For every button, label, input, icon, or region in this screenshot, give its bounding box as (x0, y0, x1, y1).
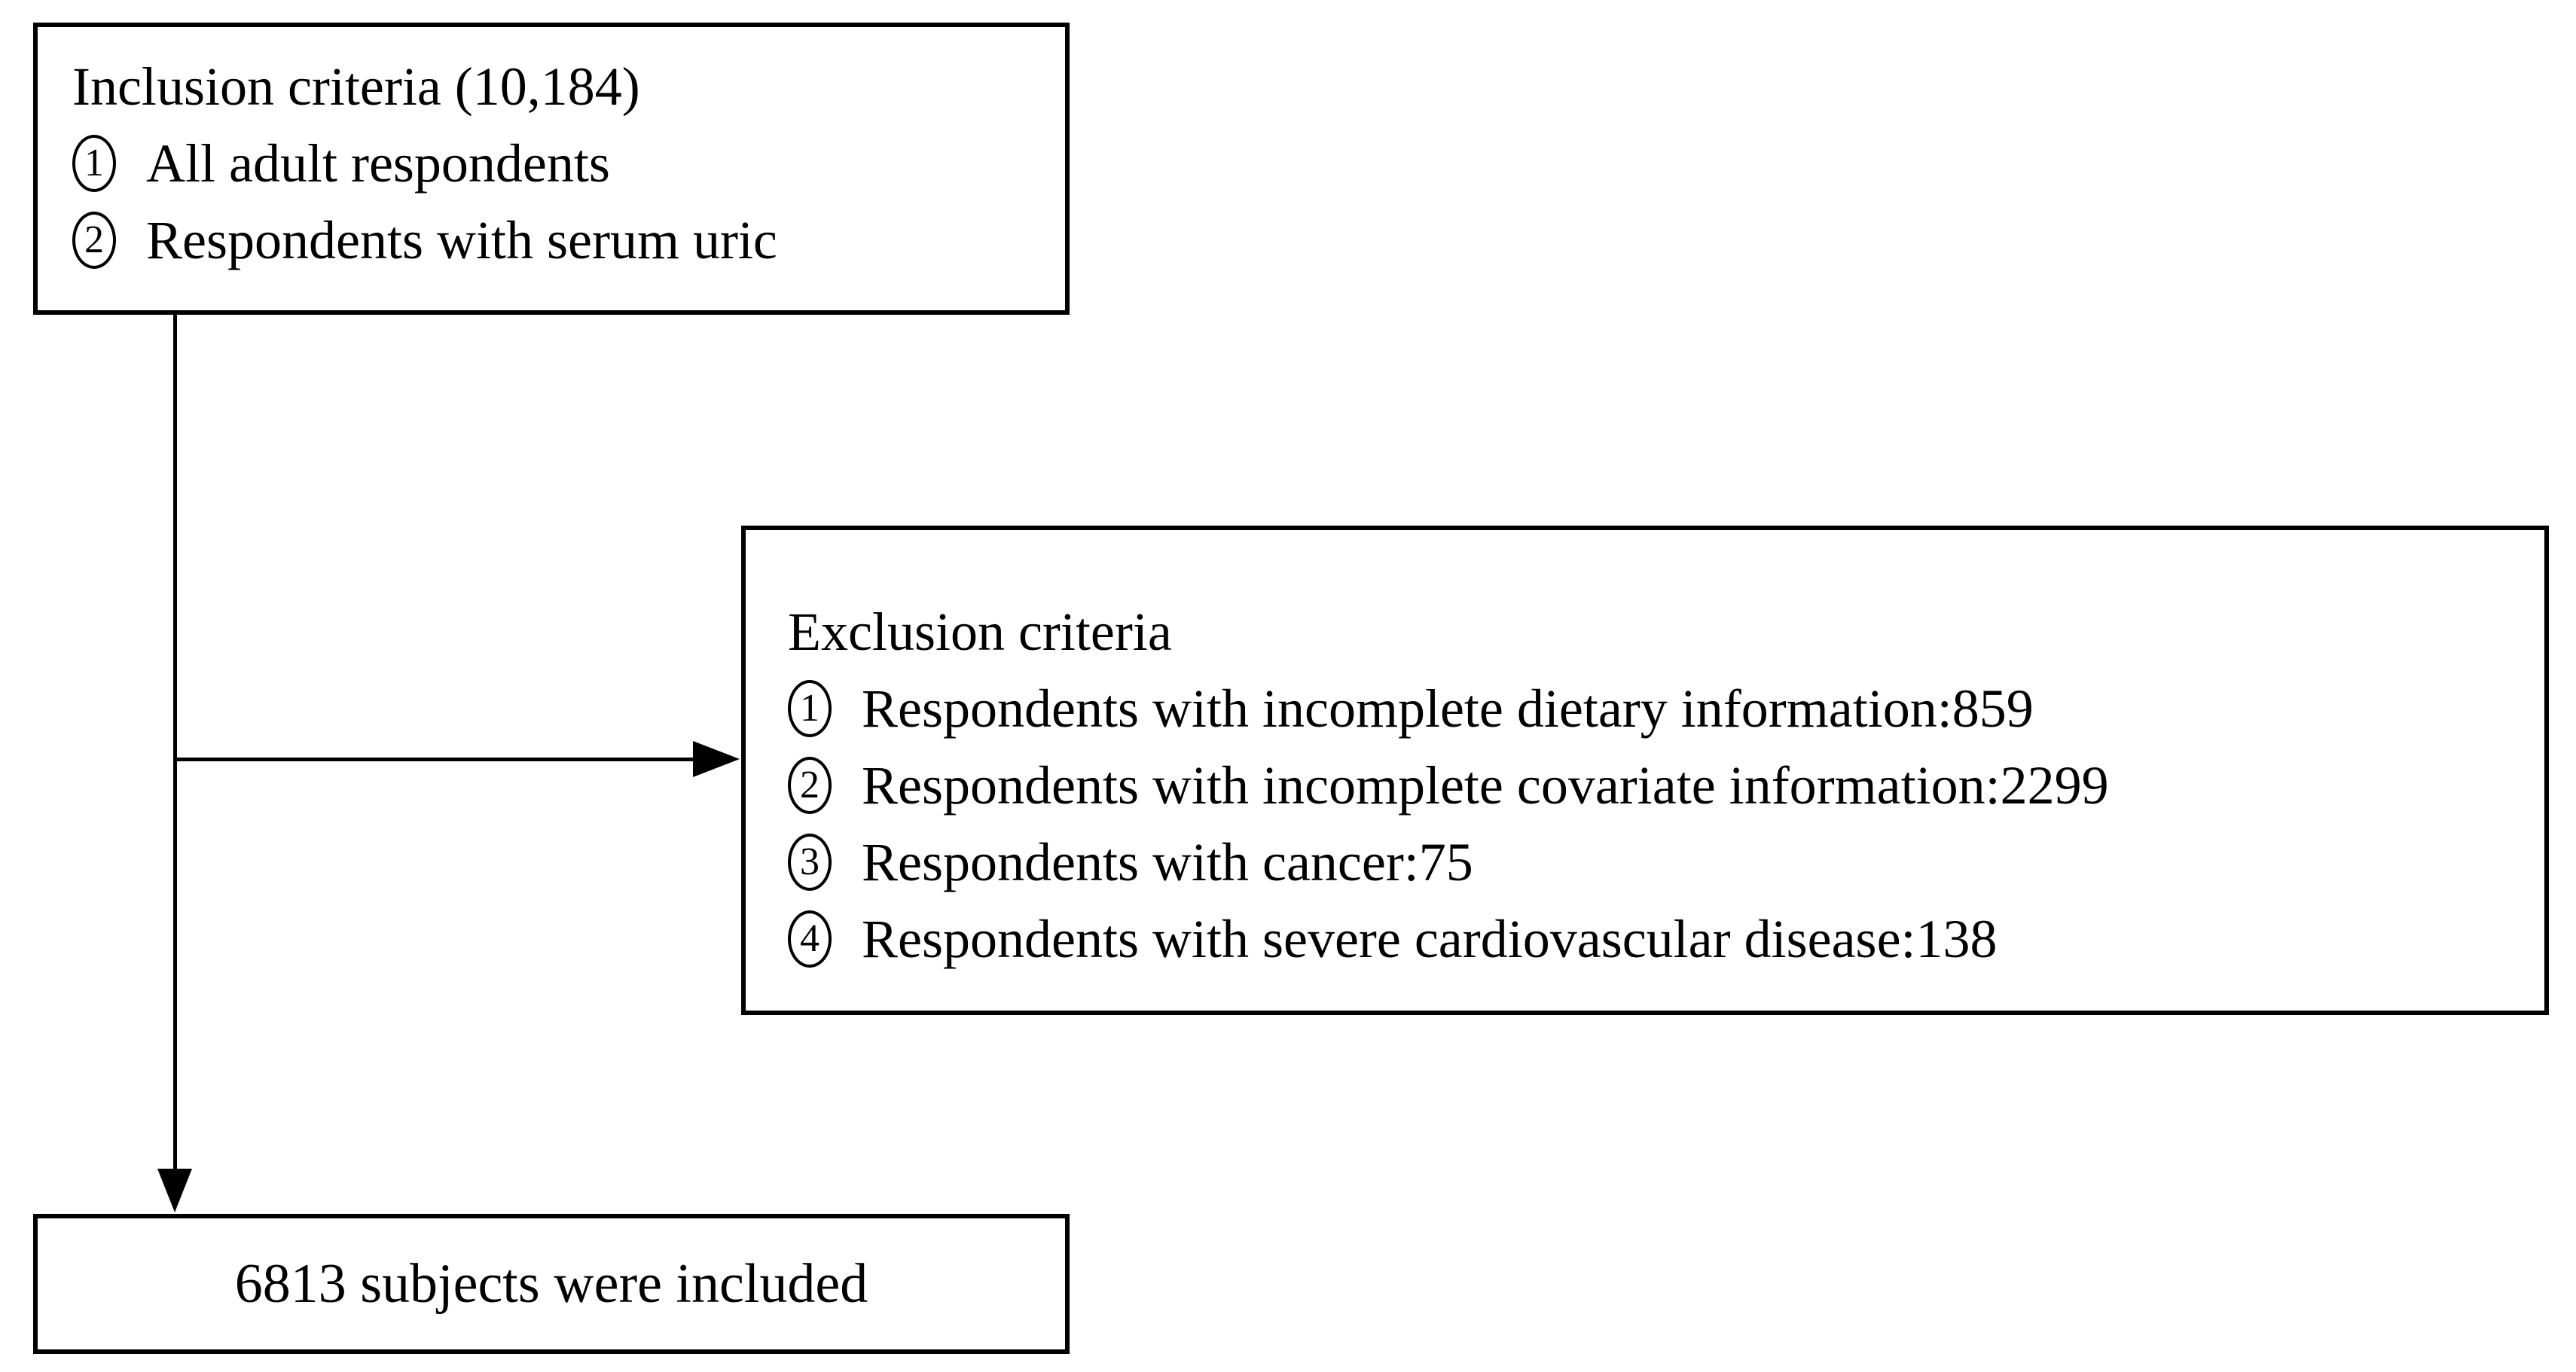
circled-number-value: 3 (800, 840, 819, 883)
circled-number-icon: 1 (72, 135, 116, 192)
circled-number-value: 1 (84, 142, 104, 184)
circled-number-icon: 1 (788, 680, 832, 737)
exclusion-item: 3 Respondents with cancer:75 (788, 824, 2502, 901)
result-box-text: 6813 subjects were included (234, 1252, 868, 1315)
circled-number-value: 4 (800, 917, 819, 960)
circled-number-value: 2 (800, 764, 819, 806)
exclusion-item-text: Respondents with severe cardiovascular d… (862, 909, 1998, 969)
inclusion-criteria-box: Inclusion criteria (10,184) 1 All adult … (33, 23, 1070, 315)
inclusion-item-text: All adult respondents (146, 133, 610, 194)
circled-number-icon: 4 (788, 910, 832, 968)
exclusion-item-text: Respondents with cancer:75 (862, 832, 1473, 892)
exclusion-box-title: Exclusion criteria (788, 602, 1172, 662)
inclusion-item: 1 All adult respondents (72, 125, 1030, 202)
arrow-down-head-icon (157, 1169, 192, 1212)
inclusion-item: 2 Respondents with serum uric (72, 202, 1030, 279)
circled-number-icon: 2 (72, 212, 116, 269)
circled-number-value: 1 (800, 687, 819, 730)
result-box: 6813 subjects were included (33, 1214, 1070, 1354)
flow-connector-vertical (173, 315, 177, 1170)
inclusion-box-title: Inclusion criteria (10,184) (72, 56, 640, 117)
exclusion-criteria-box: Exclusion criteria 1 Respondents with in… (741, 526, 2549, 1015)
exclusion-item-text: Respondents with incomplete dietary info… (862, 678, 2034, 739)
circled-number-icon: 3 (788, 834, 832, 891)
circled-number-value: 2 (84, 218, 104, 261)
flow-connector-horizontal (175, 758, 696, 761)
exclusion-item: 4 Respondents with severe cardiovascular… (788, 901, 2502, 977)
circled-number-icon: 2 (788, 757, 832, 814)
exclusion-item-text: Respondents with incomplete covariate in… (862, 755, 2109, 816)
inclusion-item-text: Respondents with serum uric (146, 210, 777, 270)
arrow-right-head-icon (693, 741, 740, 777)
exclusion-item: 2 Respondents with incomplete covariate … (788, 747, 2502, 824)
exclusion-item: 1 Respondents with incomplete dietary in… (788, 670, 2502, 747)
